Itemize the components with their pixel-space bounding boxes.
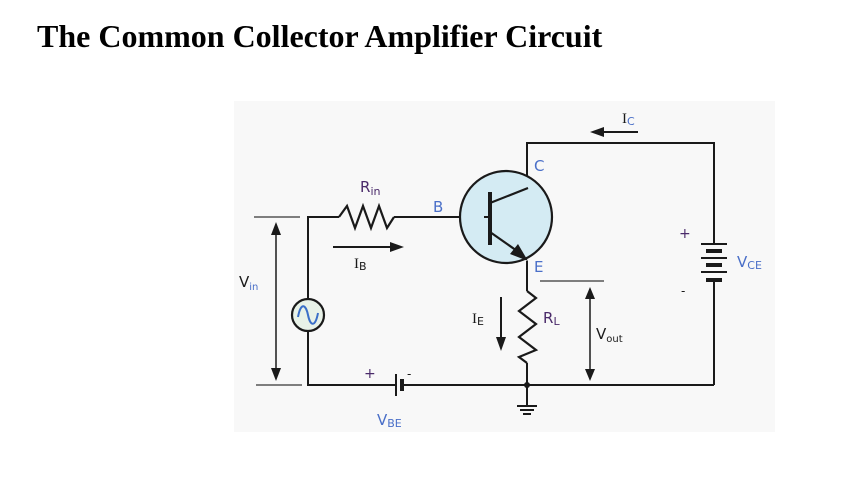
vbe-plus-sign: + [364, 366, 376, 382]
vin-arrow-down [271, 368, 281, 381]
ic-arrow-head [590, 127, 604, 137]
vout-arrow-down [585, 369, 595, 381]
input-wire [307, 216, 339, 310]
vce-minus-sign: - [681, 284, 685, 298]
junction-dot [524, 382, 530, 388]
vbe-label: VBE [377, 411, 402, 430]
vce-plus-sign: + [679, 226, 691, 242]
vout-dimension [540, 280, 604, 371]
page-title: The Common Collector Amplifier Circuit [37, 18, 603, 54]
npn-transistor-icon [458, 169, 554, 265]
vce-label: VCE [737, 253, 762, 272]
rl-label: RL [543, 309, 560, 328]
circuit-diagram: Rin B C E IB IC Vin IE RL Vout VBE VCE +… [234, 101, 775, 432]
vbe-minus-sign: - [407, 367, 411, 381]
rin-label: Rin [360, 178, 380, 198]
vin-label: Vin [239, 273, 258, 293]
ground-bus-wire [307, 330, 396, 386]
ac-source-icon [290, 297, 326, 333]
base-label: B [433, 198, 443, 216]
vce-battery-icon [701, 243, 727, 289]
vout-label: Vout [596, 325, 623, 345]
vin-arrow-up [271, 222, 281, 235]
emitter-label: E [534, 258, 543, 276]
rin-resistor [338, 202, 395, 232]
ib-arrow-head [390, 242, 404, 252]
ie-arrow-head [496, 337, 506, 351]
rl-resistor [516, 290, 539, 364]
ib-label: IB [354, 256, 367, 273]
vout-arrow-up [585, 287, 595, 299]
ic-label: IC [622, 111, 635, 128]
collector-wire [526, 142, 715, 244]
ground-icon [517, 405, 537, 415]
collector-label: C [534, 157, 544, 175]
ie-label: IE [472, 311, 484, 328]
vin-dimension [254, 216, 302, 386]
vbe-battery-icon [395, 374, 404, 396]
